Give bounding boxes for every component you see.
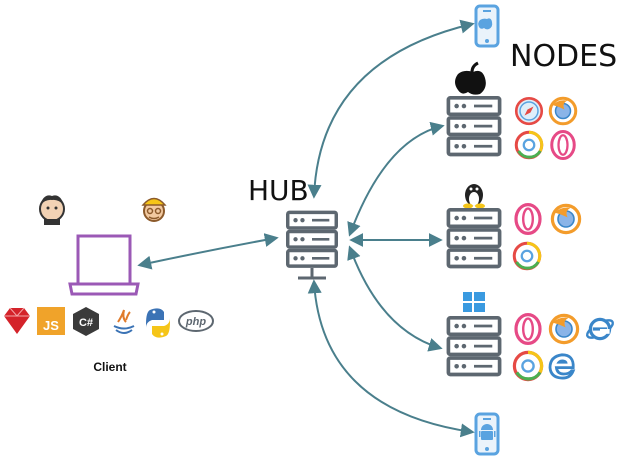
test-runner-icon: [141, 197, 167, 222]
apple-icon: [455, 61, 486, 95]
linux-icon: [463, 184, 485, 209]
android-icon: [479, 424, 496, 440]
csharp-icon: C#: [73, 307, 99, 336]
firefox-icon: [548, 313, 580, 345]
hub-to-android-link: [307, 279, 475, 438]
chrome-icon: [514, 130, 544, 160]
laptop-icon: [68, 234, 140, 296]
opera-icon: [550, 130, 576, 160]
ruby-icon: [4, 307, 30, 334]
ie-icon: [584, 315, 616, 343]
firefox-icon: [550, 203, 582, 235]
opera-icon: [514, 313, 542, 345]
python-icon: [146, 308, 170, 338]
hub: HUB: [248, 174, 338, 280]
apple-small-icon: [478, 18, 493, 30]
windows-icon: [463, 292, 485, 312]
windows-node: [446, 292, 616, 382]
jenkins-icon: [39, 195, 65, 225]
safari-icon: [514, 96, 544, 126]
linux-node: [446, 184, 582, 271]
firefox-icon: [548, 96, 578, 126]
client: JS C# php Client: [4, 195, 214, 374]
mac-server-icon: [446, 96, 502, 157]
hub-to-ios-link: [307, 19, 475, 199]
windows-server-icon: [446, 316, 502, 377]
chrome-icon: [512, 350, 544, 382]
php-icon-text: php: [185, 316, 206, 328]
edge-icon: [548, 353, 575, 380]
android-device: [474, 412, 500, 456]
nodes-label: NODES: [510, 39, 617, 74]
linux-server-icon: [446, 208, 502, 269]
opera-icon: [514, 203, 542, 235]
chrome-icon: [512, 241, 542, 271]
hub-to-mac-node-link: [347, 121, 445, 237]
hub-to-windows-node-link: [347, 245, 443, 352]
hub-label: HUB: [248, 174, 309, 207]
hub-server-icon: [286, 210, 338, 268]
mac-node: [446, 61, 578, 160]
hub-to-client-link: [137, 233, 279, 270]
java-icon: [113, 309, 135, 334]
csharp-icon-text: C#: [79, 317, 93, 329]
client-label: Client: [93, 360, 126, 374]
connections: [137, 19, 475, 438]
ios-device: [474, 4, 500, 48]
javascript-icon: JS: [37, 307, 65, 335]
js-icon-text: JS: [43, 318, 59, 333]
php-icon: php: [178, 310, 214, 332]
